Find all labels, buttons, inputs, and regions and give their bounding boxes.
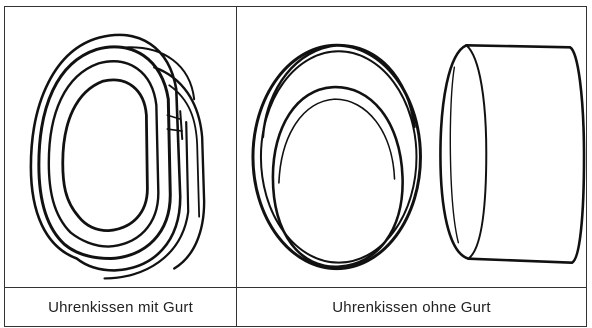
comparison-table: Uhrenkissen mit Gurt Uhrenkissen ohne Gu… [4, 6, 587, 327]
watch-pillow-without-strap-illustration [237, 7, 586, 287]
image-cell-without-strap [237, 7, 587, 288]
caption-with-strap: Uhrenkissen mit Gurt [5, 288, 237, 327]
image-cell-with-strap [5, 7, 237, 288]
caption-without-strap: Uhrenkissen ohne Gurt [237, 288, 587, 327]
watch-pillow-with-strap-illustration [5, 7, 236, 287]
